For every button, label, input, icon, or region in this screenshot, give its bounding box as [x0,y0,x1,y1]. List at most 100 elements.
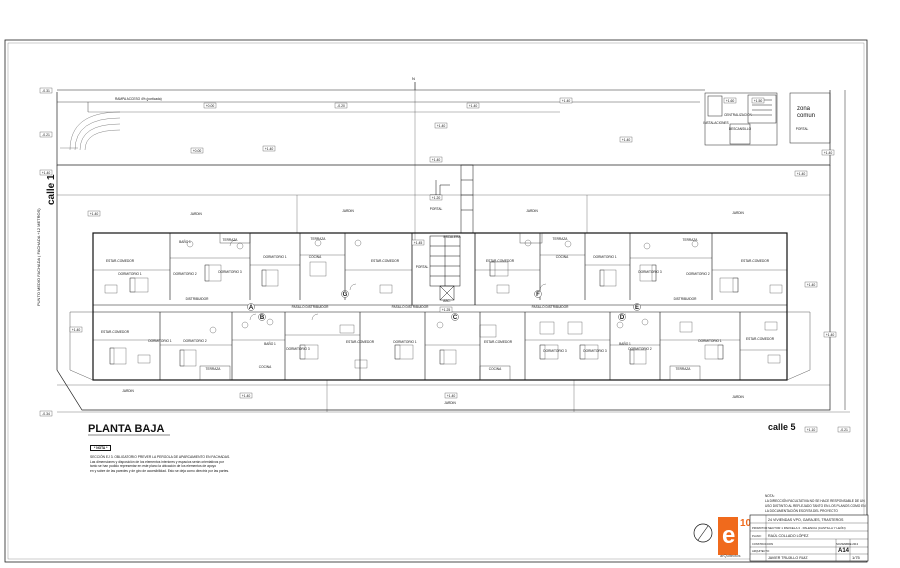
room-label: JARDIN [526,209,538,213]
level-d: +1.40 [469,104,478,108]
room-label: ESTAR-COMEDOR [106,259,135,263]
level-j: +1.40 [432,158,441,162]
room-label: COCINA [556,255,569,259]
level-h: +1.40 [265,147,274,151]
level-r: +1.40 [72,328,81,332]
room-label: CENTRALIZACION [724,113,753,117]
axis-f: F [536,292,540,298]
room-label: BAÑO 1 [619,341,631,346]
level-g: +0.00 [193,149,202,153]
street-label-right: calle 5 [768,422,796,432]
level-b: +0.00 [206,104,215,108]
room-label: JARDIN [732,211,744,215]
axis-g: G [343,292,348,298]
general-note: NOTA: LA DIRECCIÓN FACULTATIVA NO SE HAC… [765,494,866,513]
level-n: +1.40 [824,151,833,155]
room-label: ESTAR-COMEDOR [746,337,775,341]
room-label: DORMITORIO 1 [148,339,172,343]
level-i: +1.40 [437,124,446,128]
room-label: DORMITORIO 3 [583,349,607,353]
room-label: ASC. [443,299,451,303]
logo-caption: arQuitectos [720,553,740,558]
room-label: BAÑO 1 [264,341,276,346]
scale: 1/75 [852,555,861,560]
ramp-label: RAMPA ACCESO 4% (porticada) [115,97,162,101]
construction-notes: * NOTA * SECCIÓN EJ 3. OBLIGATORIO PREVE… [90,445,390,473]
room-label: DORMITORIO 2 [686,272,710,276]
zone-label-1: zona [797,106,811,112]
sheet-inner-frame [7,42,865,560]
svg-text:LA DOCUMENTACIÓN ESCRITA DEL P: LA DOCUMENTACIÓN ESCRITA DEL PROYECTO [765,508,838,513]
room-label: DISTRIBUIDOR [674,297,698,301]
room-label: DORMITORIO 2 [628,347,652,351]
room-label: PORTAL [796,127,809,131]
title-block-frame [749,514,869,562]
room-label: DORMITORIO 2 [183,339,207,343]
level-e: +1.40 [562,99,571,103]
room-label: TERRAZA [676,367,692,371]
room-label: DESCANSILLO [729,127,752,131]
level-markers [39,87,851,433]
level-k: +1.20 [432,196,441,200]
furniture-tables [104,284,783,369]
room-label: ESTAR-COMEDOR [371,259,400,263]
room-label: COCINA [489,367,502,371]
level-t: +1.40 [242,394,251,398]
note-line: tanto se han podido representar en este … [90,464,217,469]
room-label: DORMITORIO 1 [118,272,142,276]
logo-letter: e [722,522,735,549]
level-m: +1.40 [797,172,806,176]
room-label: TERRAZA [553,237,569,241]
promoter-name: RAÚL COLLADO LÓPEZ [768,533,809,538]
level-w: +1.10 [807,428,816,432]
author-label: ARQUITECTO: [752,549,770,553]
note-line: en y sobre de las paredes y de giro de a… [90,468,230,473]
sheet-number: A14 [838,548,850,554]
axis-e: E [635,305,639,311]
level-x: -0.21 [840,428,848,432]
author-name: JAVIER TRUJILLO RUIZ [768,556,808,560]
room-label: DORMITORIO 3 [638,270,662,274]
common-zone-core [704,92,831,146]
room-label: DORMITORIO 1 [393,340,417,344]
room-label: PASILLO DISTRIBUIDOR [392,305,429,309]
title-block: e 10 arQuitectos 24 VIVIENDAS VPO, GARAJ… [693,514,869,562]
room-label: ESCALERA [443,235,461,239]
access-ramp [60,111,121,151]
room-label: JARDIN [444,401,456,405]
room-label: DORMITORIO 1 [263,255,287,259]
room-label: PORTAL [416,265,429,269]
room-label: TERRAZA [206,367,222,371]
level-a: -0.31 [42,89,50,93]
zone-label-2: comun [797,113,815,119]
room-label: PASILLO DISTRIBUIDOR [292,305,329,309]
room-label: DORMITORIO 3 [543,349,567,353]
svg-text:USO DISTINTO AL REFLEJADO TANT: USO DISTINTO AL REFLEJADO TANTO EN LOS P… [765,504,866,508]
terraces [69,232,811,381]
room-label: TERRAZA [683,238,699,242]
fixtures [186,239,699,334]
level-u: +1.40 [447,394,456,398]
level-y: +1.50 [754,99,763,103]
drawing-title: PLANTA BAJA [88,423,164,435]
axis-d: D [620,315,625,321]
room-label: ESTAR-COMEDOR [346,340,375,344]
level-c: -0.20 [337,104,345,108]
room-label: ESTAR-COMEDOR [486,259,515,263]
svg-text:LA DIRECCIÓN FACULTATIVA NO SE: LA DIRECCIÓN FACULTATIVA NO SE HACE RESP… [765,498,865,503]
room-label: INSTALACIONES [703,121,728,125]
project-name: 24 VIVIENDAS VPO, GARAJES, TRASTEROS [768,518,844,522]
room-label: TERRAZA [311,237,327,241]
level-l: +1.40 [622,138,631,142]
svg-text:NOTA:: NOTA: [765,494,775,498]
room-label: DORMITORIO 1 [698,339,722,343]
street-label-left: calle 1 [46,174,57,205]
promoter-label: PROMOTOR: [752,526,768,530]
room-label: JARDIN [732,395,744,399]
notes-heading: * NOTA * [90,445,112,452]
date: NOVIEMBRE 2013 [836,542,859,546]
sheet-outer-frame [4,39,868,563]
note-line: SECCIÓN EJ 3. OBLIGATORIO PREVER LA PERG… [90,455,231,460]
plan-name: CONSTRUCCION [752,542,773,546]
